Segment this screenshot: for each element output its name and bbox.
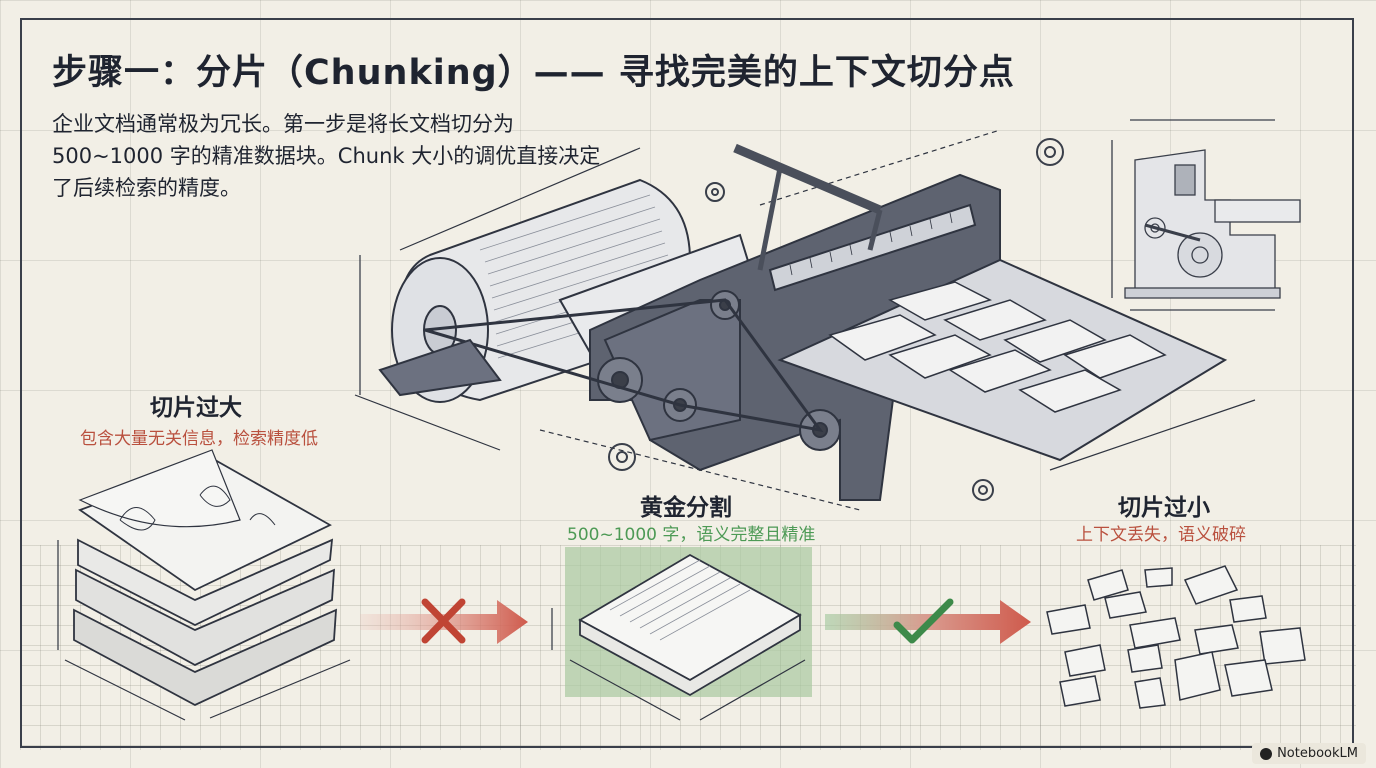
notebooklm-logo-icon <box>1260 747 1273 760</box>
reject-arrow <box>360 598 528 644</box>
option-too-large: 切片过大 <box>150 388 242 422</box>
option-golden: 黄金分割 <box>640 488 732 522</box>
gear-icon <box>608 138 1064 501</box>
technical-drawing <box>1111 119 1301 311</box>
blueprint-frame <box>20 18 1354 748</box>
option-caption: 上下文丢失，语义破碎 <box>1076 525 1246 545</box>
option-caption: 包含大量无关信息，检索精度低 <box>80 429 318 449</box>
chunking-machine <box>354 129 1256 511</box>
page-title: 步骤一：分片（Chunking）—— 寻找完美的上下文切分点 <box>52 53 1015 93</box>
golden-chunk-stack <box>551 553 806 721</box>
large-chunk-stack <box>57 449 351 721</box>
fragmented-chunks <box>1046 565 1306 709</box>
watermark-text: NotebookLM <box>1277 746 1358 761</box>
notebooklm-badge: NotebookLM <box>1252 743 1366 764</box>
accept-arrow <box>825 598 1031 644</box>
intro-text: 企业文档通常极为冗长。第一步是将长文档切分为 500~1000 字的精准数据块。… <box>52 112 601 200</box>
option-caption: 500~1000 字，语义完整且精准 <box>567 525 816 545</box>
option-heading: 黄金分割 <box>640 495 732 521</box>
option-heading: 切片过小 <box>1118 495 1210 521</box>
option-heading: 切片过大 <box>150 395 242 421</box>
option-too-small: 切片过小 <box>1118 488 1210 522</box>
